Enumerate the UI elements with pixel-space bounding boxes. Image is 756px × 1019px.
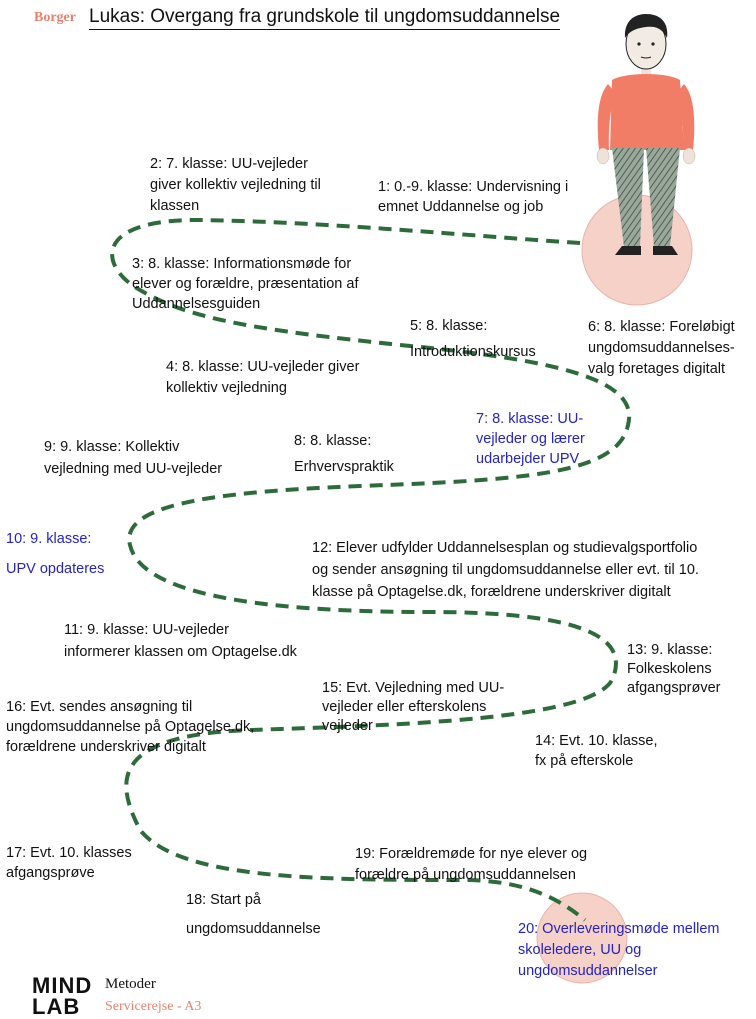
step-20-line-3: ungdomsuddannelser [518,963,658,979]
step-14-line-1: 14: Evt. 10. klasse, [535,733,658,749]
step-14-line-2: fx på efterskole [535,753,634,769]
end-circle [536,892,628,984]
step-11: 11: 9. klasse: UU-vejleder informerer kla… [64,619,297,663]
step-13: 13: 9. klasse: Folkeskolens afgangsprøver [627,641,721,698]
step-3-line-1: 3: 8. klasse: Informationsmøde for [132,256,352,272]
step-6: 6: 8. klasse: Foreløbigt ungdomsuddannels… [588,317,735,380]
step-20: 20: Overleveringsmøde mellem skoleledere,… [518,919,719,982]
step-14: 14: Evt. 10. klasse, fx på efterskole [535,731,658,771]
step-20-line-1: 20: Overleveringsmøde mellem [518,921,720,937]
step-1-line-1: 1: 0.-9. klasse: Undervisning i [378,179,569,195]
step-16-line-1: 16: Evt. sendes ansøgning til [6,699,193,715]
step-15-line-1: 15: Evt. Vejledning med UU- [322,680,505,696]
step-16-line-2: ungdomsuddannelse på Optagelse.dk, [6,719,255,735]
logo-line-2: LAB [32,994,81,1019]
step-16-line-3: forældrene underskriver digitalt [6,739,206,755]
step-7-line-3: udarbejder UPV [476,451,580,467]
step-17-line-2: afgangsprøve [6,865,95,881]
step-9-line-2: vejledning med UU-vejleder [44,461,223,477]
step-16: 16: Evt. sendes ansøgning til ungdomsudda… [6,697,254,757]
step-19-line-2: forældre på ungdomsuddannelsen [355,867,576,883]
step-7-line-1: 7: 8. klasse: UU- [476,411,584,427]
step-2-line-2: giver kollektiv vejledning til [150,177,321,193]
step-8-line-1: 8: 8. klasse: [294,433,372,449]
step-18: 18: Start på ungdomsuddannelse [186,886,321,944]
journey-path [110,217,632,922]
step-7-line-2: vejleder og lærer [476,431,585,447]
step-11-line-2: informerer klassen om Optagelse.dk [64,644,297,660]
step-13-line-2: Folkeskolens [627,661,712,677]
step-8-line-2: Erhvervspraktik [294,459,394,475]
step-8: 8: 8. klasse: Erhvervspraktik [294,428,394,480]
step-5: 5: 8. klasse: Introduktionskursus [410,313,536,365]
step-17: 17: Evt. 10. klasses afgangsprøve [6,843,132,883]
step-12: 12: Elever udfylder Uddannelsesplan og s… [312,537,699,603]
step-3: 3: 8. klasse: Informationsmøde for elever… [132,254,359,314]
step-4-line-1: 4: 8. klasse: UU-vejleder giver [166,359,360,375]
step-5-line-2: Introduktionskursus [410,344,536,360]
step-12-line-1: 12: Elever udfylder Uddannelsesplan og s… [312,540,698,556]
step-19: 19: Forældremøde for nye elever og foræld… [355,844,587,886]
footer-journey-label: Servicerejse - A3 [105,999,202,1014]
step-20-line-2: skoleledere, UU og [518,942,642,958]
page-title: Lukas: Overgang fra grundskole til ungdo… [89,6,561,30]
step-2-line-1: 2: 7. klasse: UU-vejleder [150,156,308,172]
step-13-line-1: 13: 9. klasse: [627,642,713,658]
step-15-line-2: vejleder eller efterskolens [322,699,487,715]
step-11-line-1: 11: 9. klasse: UU-vejleder [64,622,229,638]
step-10: 10: 9. klasse: UPV opdateres [6,524,104,584]
step-13-line-3: afgangsprøver [627,680,721,696]
step-1: 1: 0.-9. klasse: Undervisning i emnet Udd… [378,177,568,217]
step-6-line-2: ungdomsuddannelses- [588,340,735,356]
step-19-line-1: 19: Forældremøde for nye elever og [355,846,588,862]
mindlab-logo: MIND LAB [32,973,93,1019]
step-4: 4: 8. klasse: UU-vejleder giver kollektiv… [166,357,359,399]
step-6-line-3: valg foretages digitalt [588,361,726,377]
step-12-line-2: og sender ansøgning til ungdomsuddannels… [312,562,699,578]
logo-line-1: MIND [32,973,93,998]
footer-methods: Metoder [105,976,156,992]
step-9-line-1: 9: 9. klasse: Kollektiv [44,439,180,455]
step-15: 15: Evt. Vejledning med UU-vejleder elle… [322,679,504,736]
step-4-line-2: kollektiv vejledning [166,380,287,396]
step-15-line-3: vejleder [322,718,373,734]
step-3-line-2: elever og forældre, præsentation af [132,276,359,292]
person-illustration [596,14,696,255]
step-12-line-3: klasse på Optagelse.dk, forældrene under… [312,584,671,600]
step-17-line-1: 17: Evt. 10. klasses [6,845,132,861]
category-tag: Borger [34,10,76,25]
step-3-line-3: Uddannelsesguiden [132,296,261,312]
step-6-line-1: 6: 8. klasse: Foreløbigt [588,319,735,335]
step-18-line-1: 18: Start på [186,892,261,908]
step-10-line-1: 10: 9. klasse: [6,531,92,547]
step-1-line-2: emnet Uddannelse og job [378,199,544,215]
step-9: 9: 9. klasse: Kollektiv vejledning med UU… [44,436,222,480]
step-5-line-1: 5: 8. klasse: [410,318,488,334]
step-2: 2: 7. klasse: UU-vejleder giver kollektiv… [150,154,321,217]
step-10-line-2: UPV opdateres [6,561,105,577]
step-18-line-2: ungdomsuddannelse [186,921,321,937]
step-2-line-3: klassen [150,198,200,214]
step-7: 7: 8. klasse: UU-vejleder og lærer udarbe… [476,409,585,469]
